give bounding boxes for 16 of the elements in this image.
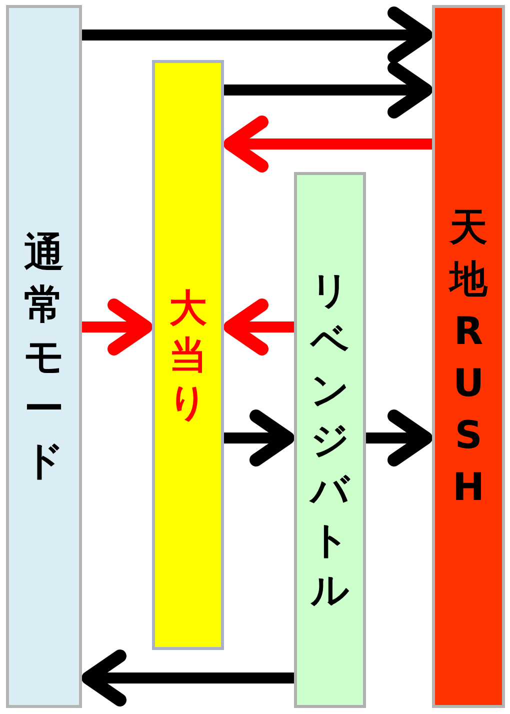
arrow	[82, 6, 432, 64]
arrow	[224, 62, 432, 118]
state-label: リベンジバトル	[310, 267, 350, 614]
state-bar	[294, 172, 366, 708]
state-label: 天地RUSH	[448, 204, 488, 510]
arrow	[224, 298, 294, 356]
arrow	[82, 650, 294, 706]
arrow	[224, 410, 294, 466]
arrow	[82, 298, 152, 356]
state-bar	[152, 60, 224, 650]
arrow	[224, 116, 432, 172]
state-bar	[432, 5, 505, 708]
state-bar	[6, 5, 82, 708]
arrow	[366, 410, 432, 466]
state-label: 通常モード	[23, 228, 65, 486]
state-label: 大当り	[168, 284, 208, 426]
